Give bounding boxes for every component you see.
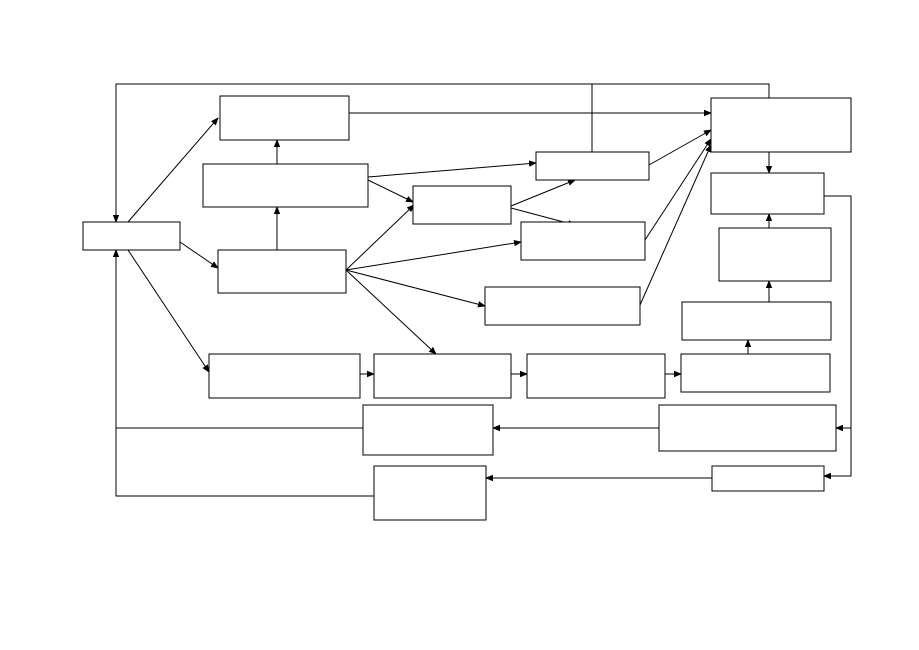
node-row-2[interactable] xyxy=(373,353,512,399)
edge-right-a-to-small-bottom xyxy=(823,428,852,480)
edge-middle-to-row2 xyxy=(345,269,437,355)
node-wide-lower[interactable] xyxy=(658,404,837,452)
node-right-mid[interactable] xyxy=(520,221,646,261)
node-right-a[interactable] xyxy=(710,172,825,215)
nodes xyxy=(82,95,852,521)
edge-right-a-to-wide-lower xyxy=(824,195,852,432)
node-right-top[interactable] xyxy=(710,97,852,153)
edge-left-to-top xyxy=(127,117,219,223)
edge-right-mid-to-right-top xyxy=(644,138,712,241)
node-right-b[interactable] xyxy=(718,227,832,282)
edge-middle-to-lower-wide xyxy=(345,269,486,308)
edge-left-to-bottom-row xyxy=(127,249,210,373)
node-left[interactable] xyxy=(82,221,181,251)
edge-feedback-top-loop xyxy=(112,83,770,223)
node-bottom[interactable] xyxy=(373,465,487,521)
edge-middle-to-right-mid xyxy=(345,239,522,271)
edge-lower-wide-to-right-top xyxy=(639,144,712,306)
node-row-4[interactable] xyxy=(680,353,831,393)
node-mid-lower[interactable] xyxy=(362,404,494,456)
edge-middle-to-center xyxy=(345,204,415,271)
node-center[interactable] xyxy=(412,185,512,225)
edge-left-to-middle xyxy=(179,241,219,269)
node-upper[interactable] xyxy=(202,163,369,208)
node-middle[interactable] xyxy=(217,249,347,294)
edge-upper-to-small-top xyxy=(367,160,537,178)
node-right-c[interactable] xyxy=(681,301,832,341)
node-row-1[interactable] xyxy=(208,353,361,399)
edges xyxy=(112,83,852,497)
edge-center-to-small-top xyxy=(510,179,576,207)
node-row-3[interactable] xyxy=(526,353,666,399)
node-lower-wide[interactable] xyxy=(484,286,641,326)
edge-upper-to-center xyxy=(367,179,414,203)
edge-small-top-to-right-top xyxy=(648,129,712,166)
node-top[interactable] xyxy=(219,95,350,141)
node-small-top[interactable] xyxy=(535,151,650,181)
edge-bottom-box-return xyxy=(112,249,374,497)
node-small-bottom[interactable] xyxy=(711,465,825,492)
